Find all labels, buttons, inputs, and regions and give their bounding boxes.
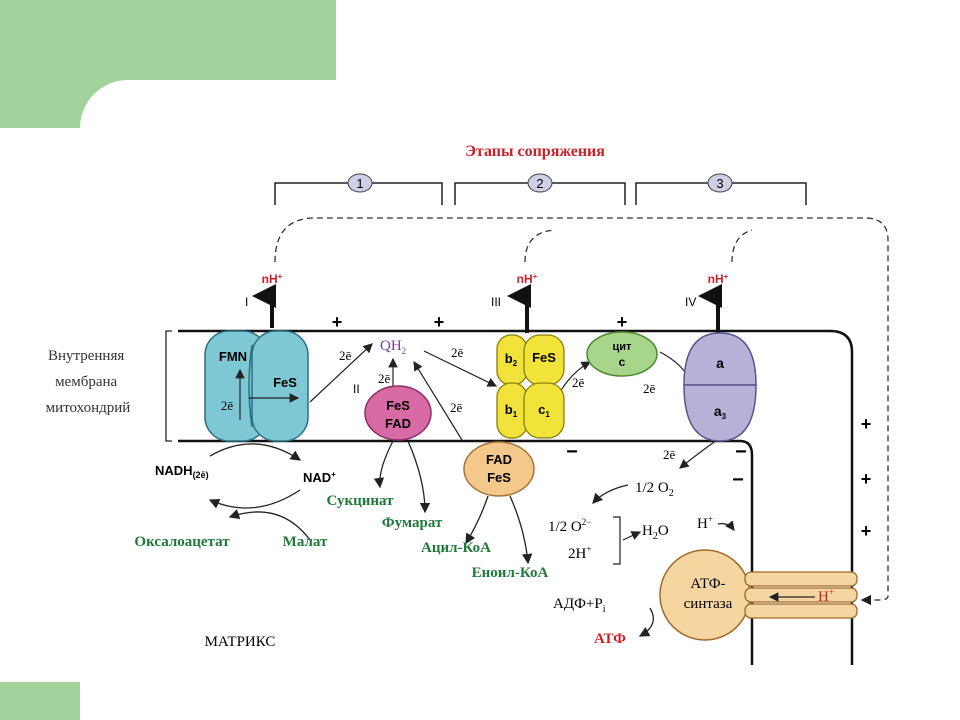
svg-text:АТФ-: АТФ- [690, 576, 725, 592]
corner-decoration-side [0, 80, 80, 128]
svg-text:цит: цит [613, 341, 633, 353]
atp-synthase: АТФ- синтаза [659, 549, 858, 641]
h-plus-channel-label: H+ [818, 587, 834, 605]
electrons-label: 2ē [663, 447, 676, 462]
svg-text:синтаза: синтаза [684, 596, 733, 612]
oxygen-bracket [613, 516, 621, 565]
fes-label: FeS [273, 375, 297, 390]
fumarate-label: Фумарат [382, 515, 443, 531]
plus-charge: + [617, 312, 628, 332]
oxide-ion-label: 1/2 O2− [548, 517, 591, 535]
fes-label: FeS [532, 350, 556, 365]
svg-text:2: 2 [536, 176, 543, 191]
cytochrome-c: цит c [586, 331, 658, 377]
electrons-label: 2ē [378, 371, 391, 386]
minus-charge: − [735, 441, 747, 463]
complex-1: FMN FeS 2ē [204, 330, 309, 442]
minus-charge: − [566, 441, 578, 463]
plus-charge: + [434, 312, 445, 332]
h-plus-arrow [717, 520, 735, 531]
plus-charge: + [861, 469, 872, 489]
matrix-label: МАТРИКС [205, 634, 276, 650]
acyl-coa-label: Ацил-КоА [421, 540, 491, 556]
complex-numeral-4: IV [685, 295, 696, 309]
svg-text:3: 3 [716, 176, 723, 191]
a-label: a [716, 355, 724, 371]
svg-text:FeS: FeS [386, 398, 410, 413]
enoyl-coa-label: Еноил-КоА [472, 565, 549, 581]
qh2-label: QH2 [380, 338, 406, 356]
electrons-label: 2ē [221, 398, 234, 413]
svg-text:nH+: nH+ [262, 272, 283, 286]
h-plus-label: H+ [697, 514, 713, 532]
svg-text:nH+: nH+ [517, 272, 538, 286]
nad-label: NAD+ [303, 470, 336, 485]
coupling-stages-title: Этапы сопряжения [465, 143, 605, 160]
half-o2-label: 1/2 O2 [635, 480, 674, 499]
corner-decoration-top [0, 0, 336, 80]
stage-number-3: 3 [707, 173, 733, 193]
proton-pump-complex-4: nH+ [698, 272, 729, 333]
electrons-label: 2ē [339, 348, 352, 363]
stage-number-2: 2 [527, 173, 553, 193]
water-label: H2O [642, 523, 669, 542]
fad-fes-complex: FAD FeS [463, 441, 535, 497]
fmn-label: FMN [219, 349, 247, 364]
svg-text:1: 1 [356, 176, 363, 191]
svg-text:FeS: FeS [487, 470, 511, 485]
proton-pump-complex-3: nH+ [507, 272, 538, 333]
svg-text:c: c [619, 355, 626, 369]
b2-label: b2 [505, 351, 518, 368]
complex-numeral-2: II [353, 382, 360, 396]
b1-label: b1 [505, 402, 518, 419]
electrons-label: 2ē [572, 375, 585, 390]
malate-label: Малат [283, 534, 328, 550]
water-arrow [622, 531, 642, 541]
proton-pump-complex-1: nH+ [252, 272, 283, 328]
atp-label: АТФ [594, 631, 626, 647]
minus-charge: − [732, 469, 744, 491]
proton-return-dashed-path [274, 217, 889, 601]
atp-arrow [638, 607, 654, 637]
electrons-label: 2ē [451, 345, 464, 360]
succinate-label: Сукцинат [326, 493, 394, 509]
electrons-label: 2ē [450, 400, 463, 415]
plus-charge: + [332, 312, 343, 332]
electron-flow-arrows [309, 343, 718, 469]
inner-membrane [178, 329, 854, 665]
c1-label: c1 [538, 402, 550, 419]
complex-numeral-3: III [491, 295, 501, 309]
two-protons-label: 2H+ [568, 544, 591, 562]
complex-2: FeS FAD [364, 385, 432, 441]
membrane-label: Внутренняя мембрана митохондрий [46, 348, 131, 416]
nadh-cycle-arrows [208, 440, 533, 565]
corner-decoration-bottom [0, 682, 80, 720]
plus-charge: + [861, 521, 872, 541]
nadh-label: NADH(2ē) [155, 463, 209, 480]
svg-text:FAD: FAD [385, 416, 411, 431]
stage-number-1: 1 [347, 173, 373, 193]
complex-4: a a3 [683, 332, 757, 442]
svg-text:nH+: nH+ [708, 272, 729, 286]
svg-text:FAD: FAD [486, 452, 512, 467]
adp-pi-label: АДФ+Pi [553, 596, 606, 615]
a3-label: a3 [714, 403, 727, 421]
electrons-label: 2ē [643, 381, 656, 396]
membrane-bracket [165, 330, 172, 442]
plus-charge: + [861, 414, 872, 434]
oxaloacetate-label: Оксалоацетат [134, 534, 230, 550]
complex-numeral-1: I [245, 295, 248, 309]
complex-3 [496, 334, 565, 439]
oxygen-arrow [592, 484, 629, 504]
